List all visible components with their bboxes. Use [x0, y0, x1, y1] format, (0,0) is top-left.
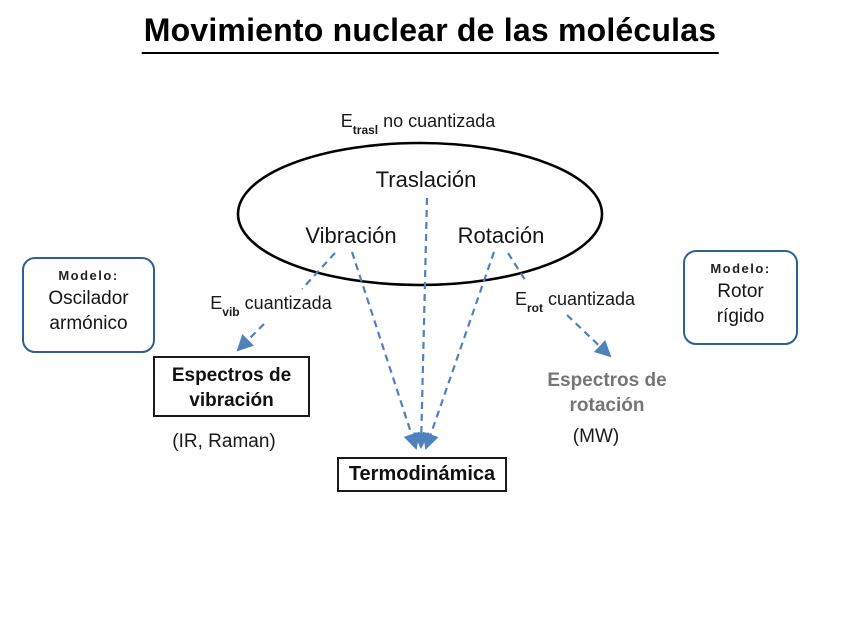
connector-vibracion-to-evib-label: [301, 252, 336, 290]
label-erot-cuantizada: Erot cuantizada: [514, 289, 636, 315]
espectros-vibracion-line1: Espectros de: [171, 365, 292, 386]
slide-title: Movimiento nuclear de las moléculas: [141, 12, 719, 54]
arrow-evib-to-espectros-vibracion: [236, 323, 265, 352]
arrow-traslacion-to-termodinamica: [413, 197, 430, 450]
motion-ellipse: [236, 141, 604, 287]
label-evib-cuantizada: Evib cuantizada: [210, 293, 332, 319]
model-left-heading: Modelo:: [58, 268, 119, 283]
espectros-rotacion-line2: rotación: [569, 395, 645, 416]
connector-rotacion-to-erot-label: [507, 252, 528, 284]
node-termodinamica: Termodinámica: [337, 457, 507, 492]
model-box-oscilador-armonico: Modelo: Oscilador armónico: [22, 257, 155, 353]
node-espectros-vibracion: Espectros de vibración: [153, 356, 310, 417]
ellipse-word-vibracion: Vibración: [305, 223, 397, 248]
node-espectros-rotacion: Espectros de rotación: [547, 368, 666, 418]
model-left-line1: Oscilador: [48, 288, 129, 309]
model-right-line2: rígido: [716, 306, 765, 327]
model-left-line2: armónico: [49, 313, 128, 334]
label-etrasl-no-cuantizada: Etrasl no cuantizada: [340, 111, 496, 137]
arrow-rotacion-to-termodinamica: [422, 251, 496, 450]
model-right-line1: Rotor: [717, 281, 764, 302]
caption-ir-raman: (IR, Raman): [172, 431, 276, 452]
model-right-heading: Modelo:: [710, 261, 771, 276]
caption-mw: (MW): [572, 426, 620, 447]
model-box-rotor-rigido: Modelo: Rotor rígido: [683, 250, 798, 345]
slide-title-text: Movimiento nuclear de las moléculas: [141, 12, 719, 54]
arrow-vibracion-to-termodinamica: [350, 251, 420, 450]
espectros-vibracion-line2: vibración: [189, 390, 274, 411]
ellipse-word-rotacion: Rotación: [457, 223, 545, 248]
espectros-rotacion-line1: Espectros de: [547, 370, 667, 391]
ellipse-word-traslacion: Traslación: [375, 167, 477, 192]
arrow-erot-to-espectros-rotacion: [566, 314, 612, 358]
